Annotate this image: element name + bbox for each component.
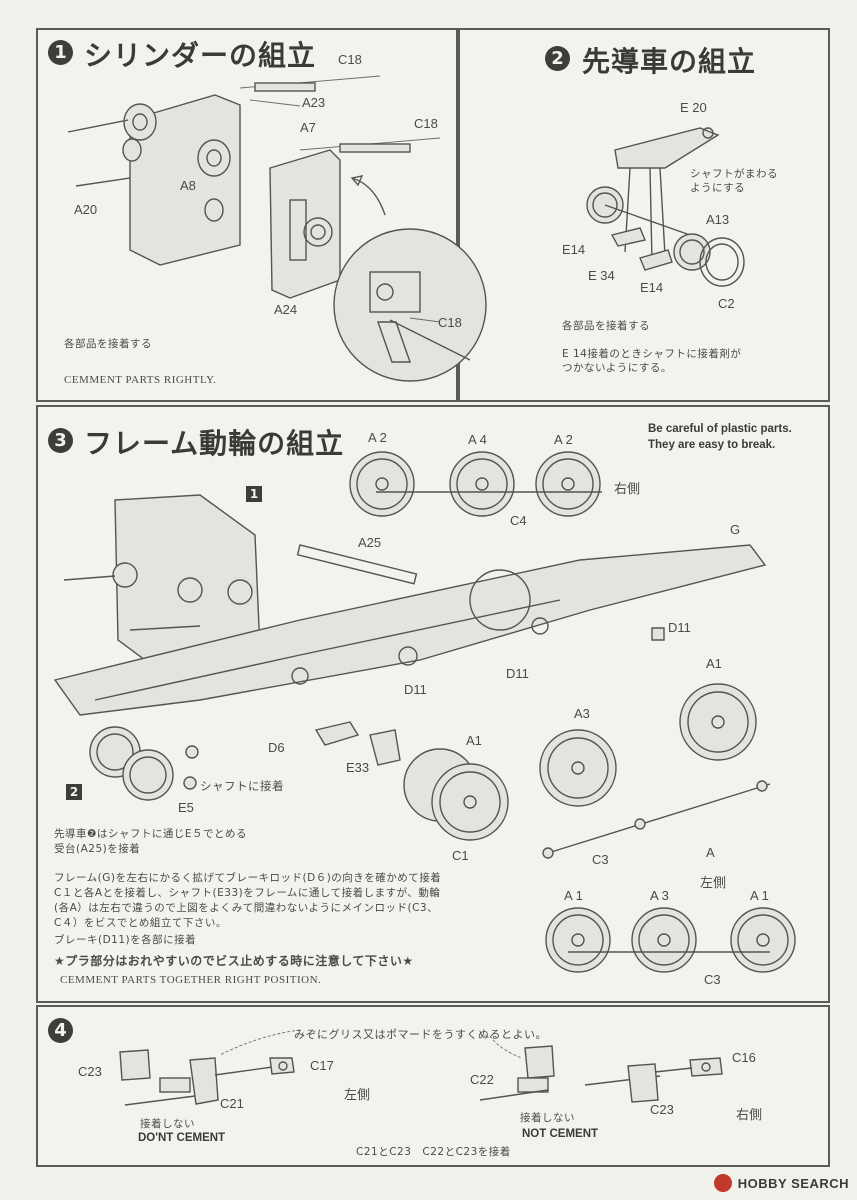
rod-label: C3 [704,972,721,987]
part-label: E33 [346,760,370,775]
section-3-note-en: CEMMENT PARTS TOGETHER RIGHT POSITION. [60,974,322,986]
section-3-note: 先導車❷はシャフトに通じE５でとめる [54,828,248,840]
cylinder-assembly-drawing [67,75,487,382]
part-label: E5 [178,800,194,815]
section-1-number: 1 [48,40,73,65]
part-label: C18 [338,52,362,67]
top-wheel-a2-1 [349,451,415,517]
driver-a1-front [679,683,757,761]
hobby-search-icon [713,1174,732,1192]
part-label: E 34 [588,268,615,283]
part-label: A7 [300,120,316,135]
part-label: C22 [470,1072,494,1087]
wheel-label: A 1 [750,888,769,903]
part-label: E14 [640,280,664,295]
part-label: A23 [302,95,326,110]
wheel-label: A 4 [468,432,487,447]
part-label: E 20 [680,100,707,115]
part-label: A24 [274,302,298,317]
watermark-logo: HOBBY SEARCH [713,1174,849,1192]
caution-text: Be careful of plastic parts. [648,423,792,435]
no-cement-note-en: NOT CEMENT [522,1128,599,1140]
driver-a1-rear [403,748,509,841]
shaft-note: ようにする [690,182,746,194]
caution-text: They are easy to break. [648,439,776,451]
grease-note: みぞにグリス又はポマードをうすくぬるとよい。 [294,1028,547,1041]
section-ref-1: 1 [246,486,262,502]
wheel-label: A 1 [564,888,583,903]
part-label: D11 [404,682,427,697]
part-label: C1 [452,848,469,863]
part-label: A [706,845,715,860]
frame-wheels-drawing [53,451,796,973]
part-label: A13 [706,212,730,227]
right-side-label: 右側 [614,482,641,497]
section-4-number: 4 [48,1018,73,1043]
section-ref-2: 2 [66,784,82,800]
part-label: C16 [732,1050,756,1065]
leading-truck-drawing [586,127,745,287]
bottom-wheel-a1-2 [730,907,796,973]
section-4-bottom-note: C21とC23 C22とC23を接着 [356,1146,511,1158]
section-2-note: つかないようにする。 [562,362,672,374]
part-label: E14 [562,242,586,257]
part-label: D6 [268,740,285,755]
part-label: C23 [78,1064,102,1079]
section-2-panel [458,28,830,402]
section-1-note-jp: 各部品を接着する [64,338,152,350]
section-2-note: E 14接着のときシャフトに接着剤が [562,348,742,360]
top-wheel-a2-2 [535,451,601,517]
section-1-title: シリンダーの組立 [84,39,317,72]
section-3-paragraph: フレーム(G)を左右にかるく拡げてブレーキロッド(D６)の向きを確かめて接着 [54,872,442,884]
part-label: C2 [718,296,735,311]
part-label: C3 [592,852,609,867]
part-label: C18 [414,116,438,131]
bottom-wheel-a3 [631,907,697,973]
section-3-warning: ★プラ部分はおれやすいのでビス止めする時に注意して下さい★ [54,954,414,968]
no-cement-note: 接着しない [520,1112,575,1124]
part-label: G [730,522,741,537]
right-side-label: 右側 [736,1108,763,1123]
left-side-label: 左側 [700,876,727,891]
section-3-paragraph: C４）をビスでとめ組立て下さい。 [54,917,227,929]
part-label: C23 [650,1102,674,1117]
driver-a3 [539,729,617,807]
part-label: C21 [220,1096,244,1111]
part-label: C18 [438,315,462,330]
rod-drawing [119,1029,723,1106]
rod-label: C4 [510,513,527,528]
part-label: A3 [574,706,590,721]
wheel-label: A 2 [554,432,573,447]
section-2-number: 2 [545,46,570,71]
part-label: A8 [180,178,196,193]
top-wheel-a4 [449,451,515,517]
section-2-note: 各部品を接着する [562,320,650,332]
left-side-label: 左側 [344,1088,371,1103]
section-3-paragraph: ブレーキ(D11)を各部に接着 [54,934,197,946]
section-3-paragraph: C１と各Aとを接着し、シャフト(E33)をフレームに通して接着しますが、動輪 [54,887,441,899]
shaft-note: シャフトがまわる [690,168,778,180]
part-label: A25 [358,535,382,550]
part-label: C17 [310,1058,334,1073]
e5-note: シャフトに接着 [200,779,284,793]
section-2-title: 先導車の組立 [582,45,757,78]
no-cement-note-en: DO'NT CEMENT [138,1132,226,1144]
part-label: D11 [506,666,529,681]
part-label: A1 [466,733,482,748]
watermark-text: HOBBY SEARCH [737,1175,849,1191]
section-3-paragraph: (各A）は左右で違うので上図をよくみて間違わないようにメインロッド(C3、 [54,902,439,914]
wheel-label: A 3 [650,888,669,903]
part-label: A1 [706,656,722,671]
section-3-note: 受台(A25)を接着 [54,843,141,855]
section-3-number: 3 [48,428,73,453]
part-label: A20 [74,202,98,217]
bottom-wheel-a1-1 [545,907,611,973]
section-1-note-en: CEMMENT PARTS RIGHTLY. [64,374,217,386]
section-3-title: フレーム動輪の組立 [84,427,345,460]
wheel-label: A 2 [368,430,387,445]
no-cement-note: 接着しない [140,1118,195,1130]
part-label: D11 [668,620,691,635]
